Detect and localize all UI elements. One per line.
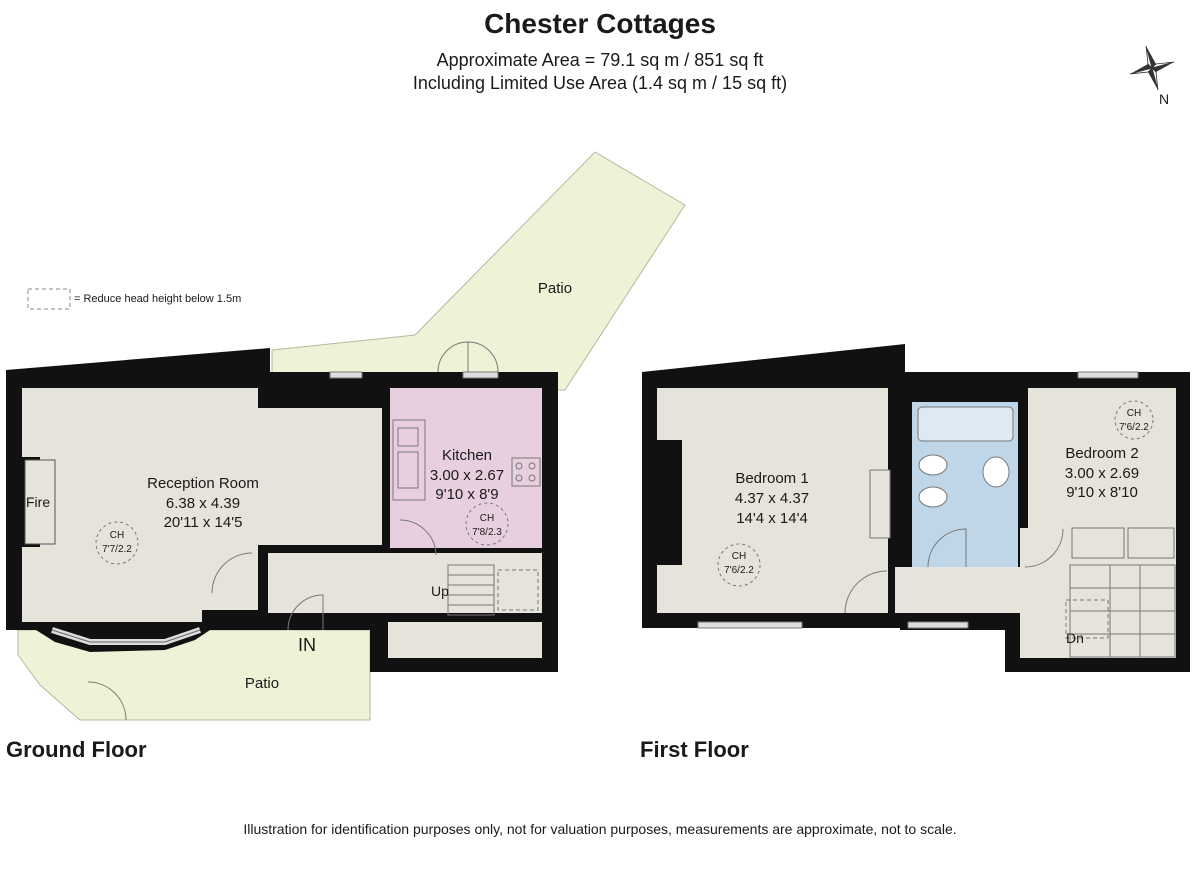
patio-bottom-label: Patio xyxy=(245,675,279,692)
limited-use-area: Including Limited Use Area (1.4 sq m / 1… xyxy=(412,73,788,93)
bedroom1-ch-label: CH xyxy=(732,551,746,562)
compass-north-label: N xyxy=(1159,91,1169,107)
bedroom2-imperial: 9'10 x 8'10 xyxy=(1066,484,1138,501)
bedroom2-name: Bedroom 2 xyxy=(1065,445,1138,462)
legend-text: = Reduce head height below 1.5m xyxy=(74,293,241,305)
bedroom1-imperial: 14'4 x 14'4 xyxy=(736,510,808,527)
bedroom2-ch-value: 7'6/2.2 xyxy=(1119,422,1149,433)
kitchen-metric: 3.00 x 2.67 xyxy=(430,467,504,484)
page-title: Chester Cottages xyxy=(484,8,716,39)
fire-label: Fire xyxy=(26,494,50,510)
kitchen-imperial: 9'10 x 8'9 xyxy=(435,486,498,503)
porch-floor xyxy=(22,610,202,622)
approximate-area: Approximate Area = 79.1 sq m / 851 sq ft xyxy=(436,50,764,70)
patio-top-label: Patio xyxy=(538,280,572,297)
stairs-up-label: Up xyxy=(431,583,449,599)
bedroom1-floor xyxy=(657,388,888,613)
hall-floor xyxy=(268,553,542,613)
compass-rose-icon: N xyxy=(1129,45,1175,107)
reception-name: Reception Room xyxy=(147,475,259,492)
bedroom1-metric: 4.37 x 4.37 xyxy=(735,490,809,507)
bedroom2-metric: 3.00 x 2.69 xyxy=(1065,465,1139,482)
patio-top-area xyxy=(271,151,686,391)
reception-floor xyxy=(22,388,382,610)
kitchen-ch-value: 7'8/2.3 xyxy=(472,527,502,538)
bedroom2-ch-label: CH xyxy=(1127,408,1141,419)
kitchen-ch-label: CH xyxy=(480,513,494,524)
bedroom1-name: Bedroom 1 xyxy=(735,470,808,487)
first-floor: Dn Bedroom 1 4.37 x 4.37 14'4 x 14'4 CH … xyxy=(642,344,1190,672)
entrance-label: IN xyxy=(298,635,316,655)
reception-ch-label: CH xyxy=(110,530,124,541)
bedroom1-ch-value: 7'6/2.2 xyxy=(724,565,754,576)
legend: = Reduce head height below 1.5m xyxy=(27,288,241,310)
kitchen-name: Kitchen xyxy=(442,447,492,464)
stairs-down-label: Dn xyxy=(1066,630,1084,646)
ground-floor: Fire Up Patio Patio IN Rec xyxy=(6,151,686,721)
disclaimer: Illustration for identification purposes… xyxy=(243,821,957,837)
landing-floor xyxy=(895,567,1025,613)
reception-ch-value: 7'7/2.2 xyxy=(102,544,132,555)
ground-floor-label: Ground Floor xyxy=(6,737,147,762)
store-floor xyxy=(388,622,542,658)
reception-metric: 6.38 x 4.39 xyxy=(166,495,240,512)
reception-imperial: 20'11 x 14'5 xyxy=(164,514,243,531)
first-floor-label: First Floor xyxy=(640,737,749,762)
